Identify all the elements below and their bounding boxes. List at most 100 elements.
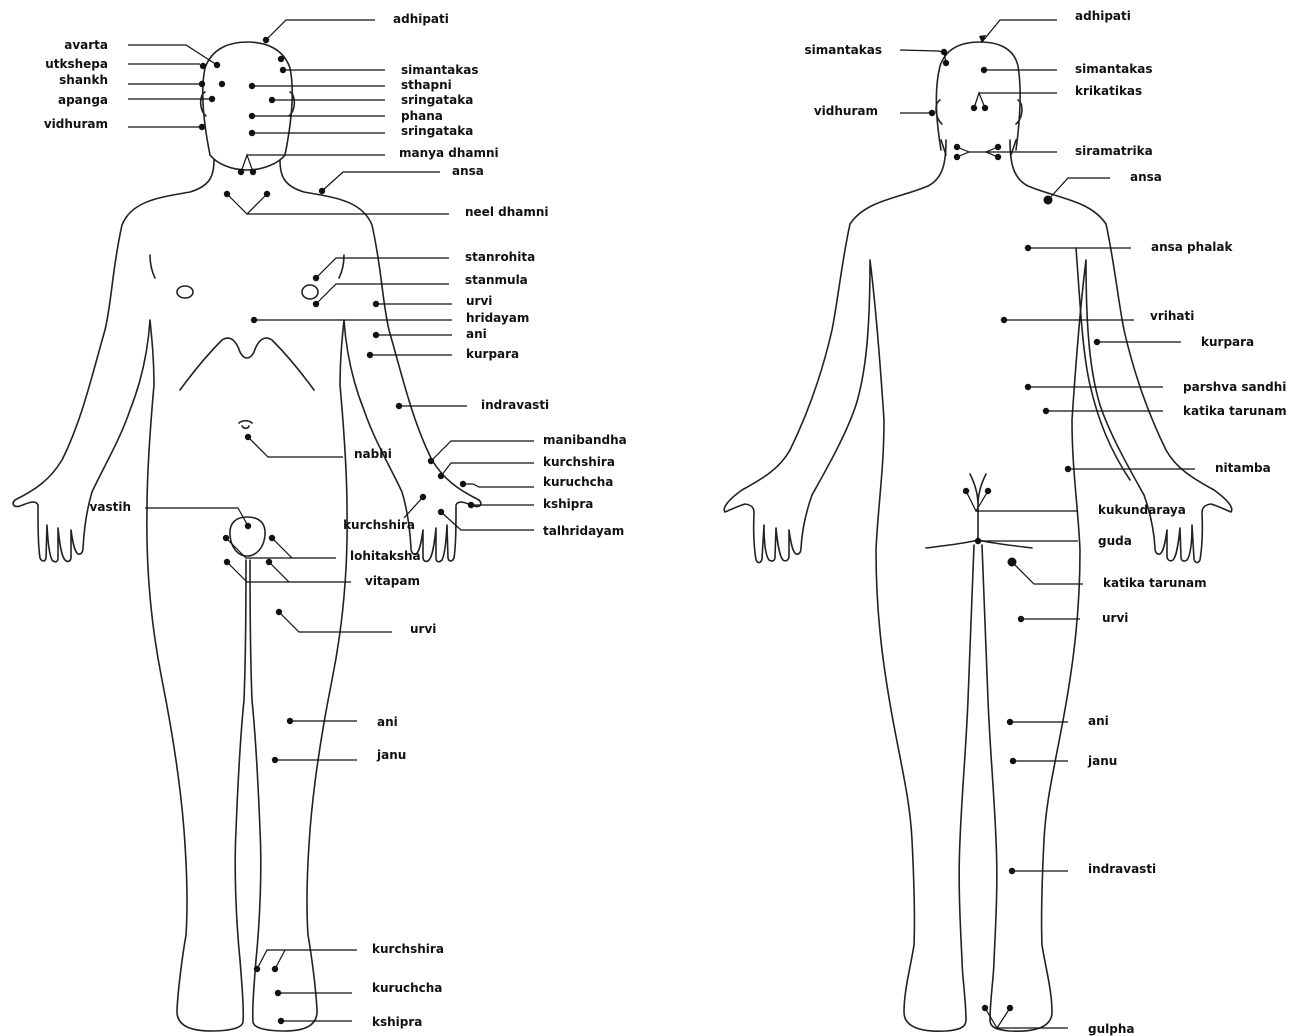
front-marker-janu: janu <box>272 748 406 763</box>
front-marker-urvi-arm: urvi <box>373 294 493 308</box>
front-label-apanga: apanga <box>58 93 108 107</box>
front-marker-nabhi: nabhi <box>245 434 392 461</box>
front-label-urvi-leg: urvi <box>410 622 436 636</box>
back-label-katika-tarunam-1: katika tarunam <box>1183 404 1287 418</box>
back-figure: adhipati simantakas simantakas k <box>724 9 1286 1036</box>
front-marker-indravasti-arm: indravasti <box>396 398 549 412</box>
front-label-simantakas: simantakas <box>401 63 478 77</box>
front-label-kurchshira-foot: kurchshira <box>372 942 444 956</box>
front-label-kurchshira-hand: kurchshira <box>543 455 615 469</box>
front-marker-simantakas: simantakas <box>278 56 479 77</box>
back-label-simantakas-right: simantakas <box>1075 62 1152 76</box>
back-marker-kukundaraya: kukundaraya <box>963 488 1186 517</box>
back-marker-krikatikas: krikatikas <box>971 84 1142 111</box>
front-label-sringataka-1: sringataka <box>401 93 473 107</box>
front-marker-kshipra-hand: kshipra <box>468 497 594 511</box>
back-label-adhipati: adhipati <box>1075 9 1131 23</box>
back-marker-katika-tarunam-2: katika tarunam <box>1008 558 1207 591</box>
back-label-simantakas-left: simantakas <box>805 43 882 57</box>
front-label-neel-dhamni: neel dhamni <box>465 205 549 219</box>
back-label-siramatrika: siramatrika <box>1075 144 1153 158</box>
front-label-phana: phana <box>401 109 443 123</box>
front-marker-neel-dhamni: neel dhamni <box>224 191 549 219</box>
back-marker-indravasti: indravasti <box>1009 862 1156 876</box>
front-marker-shankh: shankh <box>59 73 225 87</box>
front-label-kuruchcha-foot: kuruchcha <box>372 981 442 995</box>
front-marker-phana: phana <box>249 109 443 123</box>
back-marma-points: adhipati simantakas simantakas k <box>805 9 1287 1036</box>
front-label-adhipati: adhipati <box>393 12 449 26</box>
back-marker-ani: ani <box>1007 714 1109 728</box>
front-marker-hridayam: hridayam <box>251 311 530 325</box>
front-label-kurchshira-palm: kurchshira <box>343 518 415 532</box>
back-marker-parshva-sandhi: parshva sandhi <box>1025 380 1287 394</box>
front-label-kurpara: kurpara <box>466 347 519 361</box>
front-label-janu: janu <box>376 748 406 762</box>
back-marker-janu: janu <box>1010 754 1117 768</box>
front-label-sthapni: sthapni <box>401 78 452 92</box>
back-marker-guda: guda <box>975 534 1132 548</box>
back-marker-urvi: urvi <box>1018 611 1129 625</box>
front-marker-adhipati: adhipati <box>263 12 449 43</box>
front-marker-urvi-leg: urvi <box>276 609 437 636</box>
front-label-talhridayam: talhridayam <box>543 524 624 538</box>
front-marker-kshipra-foot: kshipra <box>278 1015 423 1029</box>
back-label-ani: ani <box>1088 714 1109 728</box>
front-marker-vastih: vastih <box>90 500 252 529</box>
front-label-stanmula: stanmula <box>465 273 528 287</box>
front-marma-points: adhipati avarta utkshepa shankh <box>44 12 627 1029</box>
front-marker-utkshepa: utkshepa <box>45 57 206 71</box>
back-marker-vidhuram: vidhuram <box>814 104 935 118</box>
front-body-outline <box>13 42 481 1031</box>
front-marker-vitapam: vitapam <box>224 559 420 588</box>
front-marker-sringataka-2: sringataka <box>249 124 474 138</box>
back-label-vidhuram: vidhuram <box>814 104 878 118</box>
front-label-vitapam: vitapam <box>365 574 420 588</box>
front-label-avarta: avarta <box>64 38 108 52</box>
front-label-vastih: vastih <box>90 500 131 514</box>
back-label-vrihati: vrihati <box>1150 309 1194 323</box>
front-label-nabhi: nabhi <box>354 447 392 461</box>
front-marker-ani-leg: ani <box>287 715 398 729</box>
front-label-kuruchcha-hand: kuruchcha <box>543 475 613 489</box>
back-marker-simantakas-left: simantakas <box>805 43 950 66</box>
back-marker-katika-tarunam-1: katika tarunam <box>1043 404 1287 418</box>
front-label-kshipra-hand: kshipra <box>543 497 593 511</box>
back-label-kukundaraya: kukundaraya <box>1098 503 1186 517</box>
front-label-hridayam: hridayam <box>466 311 529 325</box>
back-label-ansa: ansa <box>1130 170 1162 184</box>
front-label-manya-dhamni: manya dhamni <box>399 146 499 160</box>
front-label-shankh: shankh <box>59 73 108 87</box>
back-marker-ansa: ansa <box>1044 170 1162 205</box>
back-label-janu: janu <box>1087 754 1117 768</box>
front-marker-kurpara: kurpara <box>367 347 519 361</box>
front-label-sringataka-2: sringataka <box>401 124 473 138</box>
back-marker-adhipati: adhipati <box>979 9 1131 43</box>
back-marker-gulpha: gulpha <box>982 1005 1135 1036</box>
front-label-indravasti-arm: indravasti <box>481 398 549 412</box>
back-label-katika-tarunam-2: katika tarunam <box>1103 576 1207 590</box>
back-label-ansa-phalak: ansa phalak <box>1151 240 1234 254</box>
front-marker-apanga: apanga <box>58 93 215 107</box>
front-figure: adhipati avarta utkshepa shankh <box>13 12 627 1031</box>
front-marker-stanmula: stanmula <box>313 273 528 307</box>
front-label-kshipra-foot: kshipra <box>372 1015 422 1029</box>
front-marker-talhridayam: talhridayam <box>438 509 624 538</box>
front-label-ani-leg: ani <box>377 715 398 729</box>
back-label-guda: guda <box>1098 534 1132 548</box>
back-marker-kurpara: kurpara <box>1094 335 1254 349</box>
back-label-gulpha: gulpha <box>1088 1022 1134 1036</box>
front-label-vidhuram: vidhuram <box>44 117 108 131</box>
front-marker-kuruchcha-hand: kuruchcha <box>460 475 614 489</box>
front-marker-kurchshira-palm: kurchshira <box>343 494 426 532</box>
front-marker-ansa: ansa <box>319 164 484 194</box>
back-marker-ansa-phalak: ansa phalak <box>1025 240 1234 254</box>
back-label-parshva-sandhi: parshva sandhi <box>1183 380 1286 394</box>
back-label-krikatikas: krikatikas <box>1075 84 1142 98</box>
front-marker-kuruchcha-foot: kuruchcha <box>275 981 443 996</box>
back-label-indravasti: indravasti <box>1088 862 1156 876</box>
front-marker-vidhuram: vidhuram <box>44 117 205 131</box>
front-label-lohitaksha: lohitaksha <box>350 549 421 563</box>
back-marker-nitamba: nitamba <box>1065 461 1271 475</box>
front-label-utkshepa: utkshepa <box>45 57 108 71</box>
